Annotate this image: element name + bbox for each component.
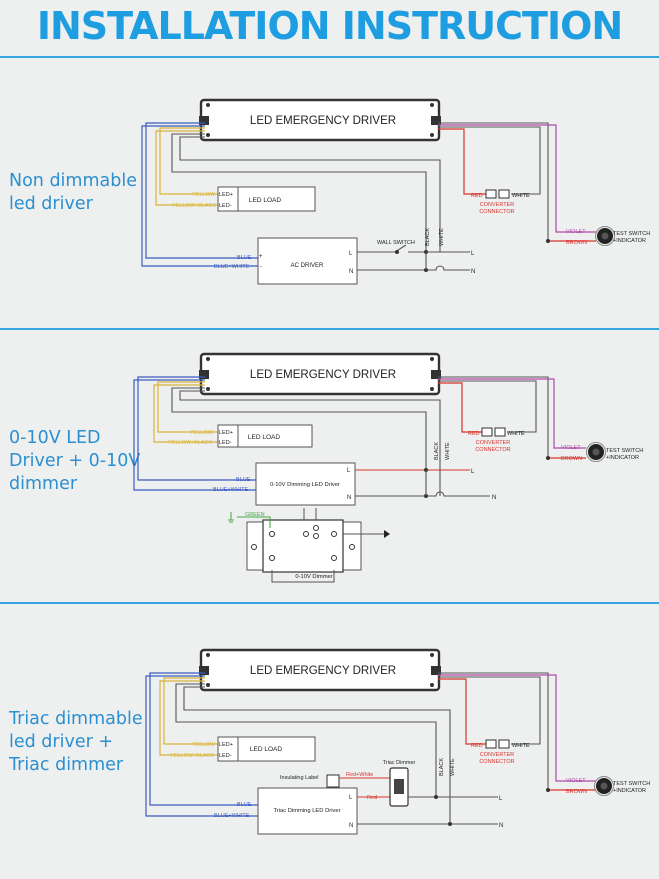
svg-text:L: L (471, 251, 475, 257)
svg-text:LED LOAD: LED LOAD (249, 197, 281, 204)
svg-text:+INDICATOR: +INDICATOR (606, 455, 639, 461)
svg-text:L: L (349, 795, 353, 801)
svg-text:0-10V Dimming LED Driver: 0-10V Dimming LED Driver (270, 482, 340, 488)
svg-text:BLUE+WHITE: BLUE+WHITE (213, 487, 249, 493)
section-divider (0, 602, 659, 604)
svg-text:Triac Dimming LED Driver: Triac Dimming LED Driver (273, 808, 340, 814)
test-switch-icon (594, 776, 614, 796)
svg-text:Red: Red (367, 795, 377, 801)
svg-text:LED EMERGENCY DRIVER: LED EMERGENCY DRIVER (250, 665, 396, 677)
svg-text:CONNECTOR: CONNECTOR (475, 447, 510, 453)
svg-text:VIOLET: VIOLET (566, 778, 586, 784)
svg-text:LED-: LED- (219, 440, 232, 446)
section-3-label: Triac dimmable led driver + Triac dimmer (9, 709, 143, 775)
svg-text:GREEN: GREEN (245, 512, 265, 518)
page-title: INSTALLATION INSTRUCTION (36, 4, 623, 48)
svg-text:YELLOW+BLACK: YELLOW+BLACK (172, 203, 217, 209)
svg-text:RED: RED (471, 193, 483, 199)
svg-text:BROWN: BROWN (566, 240, 587, 246)
svg-text:N: N (492, 495, 496, 501)
section-2-diagram: LED EMERGENCY DRIVER LED LOAD LED+ LED- … (133, 352, 643, 583)
svg-text:L: L (349, 251, 353, 257)
svg-text:WHITE: WHITE (439, 228, 445, 246)
svg-text:Insulating Label: Insulating Label (280, 775, 319, 781)
svg-text:WHITE: WHITE (512, 743, 530, 749)
svg-text:LED-: LED- (219, 203, 232, 209)
svg-text:CONVERTER: CONVERTER (480, 752, 514, 758)
svg-text:L: L (471, 469, 475, 475)
svg-text:WALL SWITCH: WALL SWITCH (377, 240, 415, 246)
svg-text:BLUE+WHITE: BLUE+WHITE (214, 813, 250, 819)
svg-text:BLACK: BLACK (439, 758, 445, 776)
svg-text:N: N (349, 269, 353, 275)
svg-text:WHITE: WHITE (507, 431, 525, 437)
svg-text:BLUE: BLUE (236, 477, 251, 483)
svg-text:-: - (260, 264, 262, 270)
svg-text:CONVERTER: CONVERTER (480, 202, 514, 208)
svg-text:YELLOW: YELLOW (192, 192, 216, 198)
svg-text:BLUE: BLUE (237, 802, 252, 808)
svg-text:BLACK: BLACK (434, 442, 440, 460)
svg-text:AC DRIVER: AC DRIVER (291, 263, 324, 269)
svg-text:N: N (347, 495, 351, 501)
svg-text:YELLOW: YELLOW (190, 430, 214, 436)
svg-text:YELLOW+BLACK: YELLOW+BLACK (170, 753, 215, 759)
svg-text:L: L (499, 796, 503, 802)
section-1-diagram: LED EMERGENCY DRIVER LED LOAD LED+ LED- … (141, 98, 650, 285)
svg-text:N: N (471, 269, 475, 275)
svg-text:CONNECTOR: CONNECTOR (479, 759, 514, 765)
svg-text:LED LOAD: LED LOAD (250, 746, 282, 753)
svg-text:BROWN: BROWN (566, 789, 587, 795)
svg-text:L: L (347, 468, 351, 474)
svg-text:VIOLET: VIOLET (566, 229, 586, 235)
svg-text:LED+: LED+ (219, 742, 233, 748)
svg-text:BROWN: BROWN (561, 456, 582, 462)
svg-text:TEST SWITCH: TEST SWITCH (613, 231, 650, 237)
svg-text:WHITE: WHITE (512, 193, 530, 199)
svg-text:LED+: LED+ (219, 192, 233, 198)
test-switch-icon (586, 442, 606, 462)
svg-text:CONVERTER: CONVERTER (476, 440, 510, 446)
svg-text:CONNECTOR: CONNECTOR (479, 209, 514, 215)
svg-text:RED: RED (471, 743, 483, 749)
svg-text:Red+White: Red+White (346, 772, 373, 778)
section-1-label: Non dimmable led driver (9, 171, 137, 214)
svg-text:+INDICATOR: +INDICATOR (613, 238, 646, 244)
svg-text:YELLOW: YELLOW (192, 742, 216, 748)
test-switch-icon (595, 226, 615, 246)
svg-text:N: N (349, 823, 353, 829)
svg-text:+INDICATOR: +INDICATOR (613, 788, 646, 794)
svg-text:WHITE: WHITE (450, 758, 456, 776)
svg-text:TEST SWITCH: TEST SWITCH (613, 781, 650, 787)
svg-text:0-10V Dimmer: 0-10V Dimmer (295, 574, 332, 580)
svg-text:VIOLET: VIOLET (561, 445, 581, 451)
section-divider (0, 56, 659, 58)
svg-text:LED+: LED+ (219, 430, 233, 436)
svg-text:BLUE+WHITE: BLUE+WHITE (214, 264, 250, 270)
svg-text:BLACK: BLACK (425, 228, 431, 246)
section-2-label: 0-10V LED Driver + 0-10V dimmer (9, 428, 141, 494)
svg-text:N: N (499, 823, 503, 829)
svg-text:RED: RED (468, 431, 480, 437)
svg-text:WHITE: WHITE (445, 442, 451, 460)
svg-text:Triac Dimmer: Triac Dimmer (383, 760, 416, 766)
section-divider (0, 328, 659, 330)
svg-text:+: + (259, 254, 263, 260)
svg-text:LED-: LED- (219, 753, 232, 759)
svg-text:YELLOW+BLACK: YELLOW+BLACK (168, 440, 213, 446)
svg-text:TEST SWITCH: TEST SWITCH (606, 448, 643, 454)
svg-text:BLUE: BLUE (237, 255, 252, 261)
emergency-driver-label: LED EMERGENCY DRIVER (250, 115, 396, 127)
svg-text:LED LOAD: LED LOAD (248, 434, 280, 441)
section-3-diagram: LED EMERGENCY DRIVER LED LOAD LED+ LED- … (145, 648, 650, 835)
svg-text:LED EMERGENCY DRIVER: LED EMERGENCY DRIVER (250, 369, 396, 381)
